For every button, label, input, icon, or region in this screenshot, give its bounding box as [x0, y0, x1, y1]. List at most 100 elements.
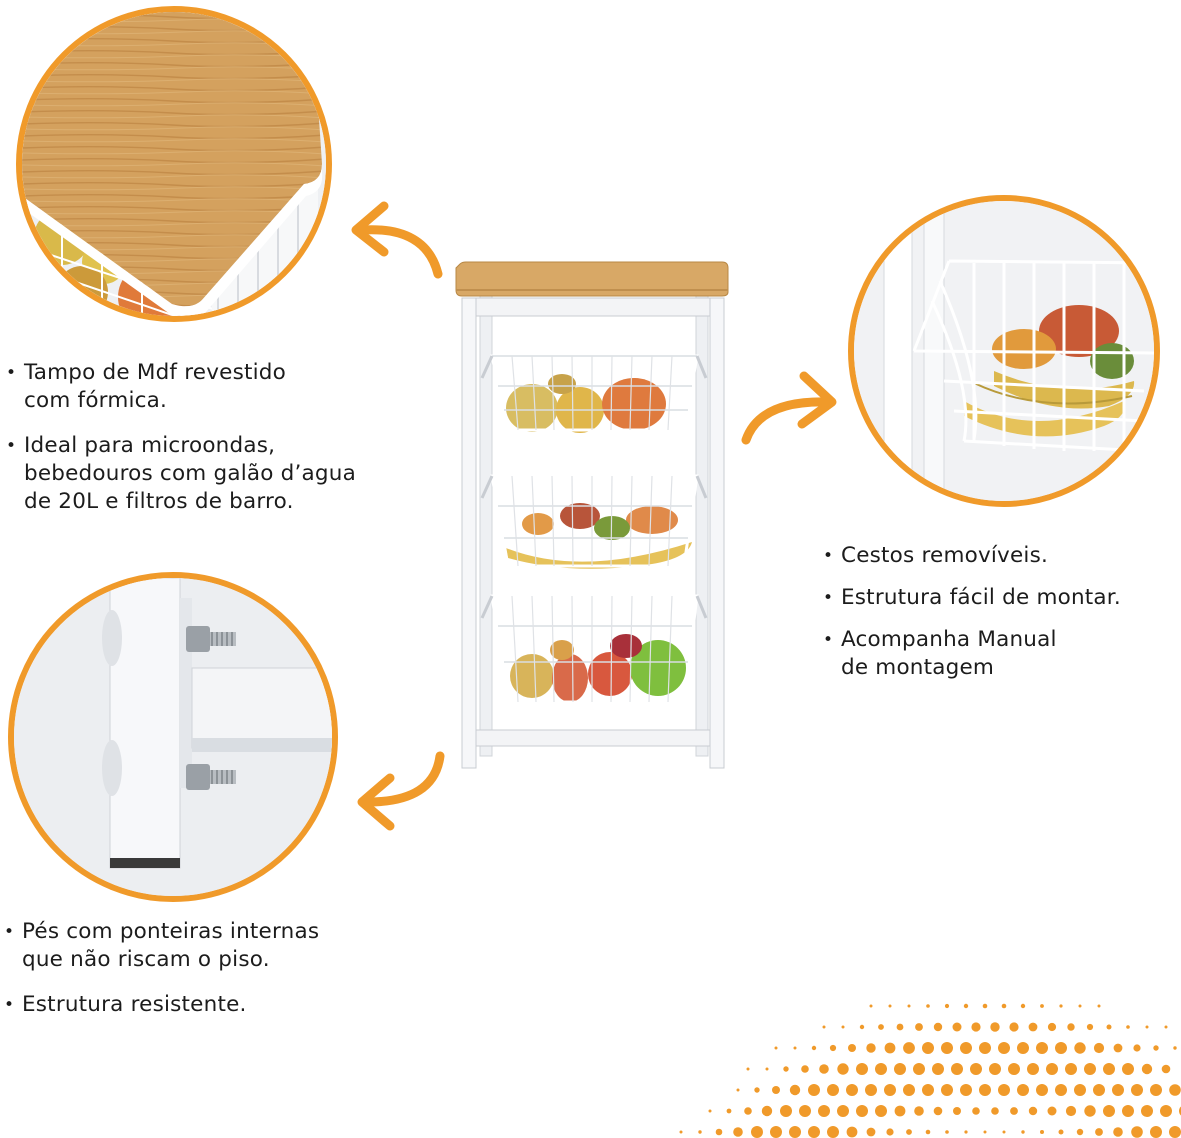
decorative-dot	[886, 1128, 894, 1136]
decorative-dot	[780, 1105, 792, 1117]
feature-line: Ideal para microondas,	[24, 433, 276, 458]
decorative-dot	[754, 1087, 760, 1093]
decorative-dot	[989, 1063, 1001, 1075]
decorative-dot-pattern	[679, 1003, 1181, 1138]
decorative-dot	[1150, 1084, 1162, 1096]
decorative-dot	[744, 1107, 752, 1115]
decorative-dot	[1173, 1046, 1177, 1050]
decorative-dot	[1126, 1025, 1130, 1029]
decorative-dot	[990, 1022, 1000, 1032]
decorative-dot	[1084, 1063, 1096, 1075]
decorative-dot	[698, 1130, 702, 1134]
feature-item: Pés com ponteiras internas que não risca…	[4, 918, 384, 974]
decorative-dot	[926, 1004, 930, 1008]
decorative-dot	[1001, 1003, 1007, 1009]
decorative-dot	[1122, 1063, 1134, 1075]
feature-line: Pés com ponteiras internas	[22, 919, 320, 944]
feature-line: Acompanha Manual	[841, 627, 1057, 652]
feature-line: Cestos removíveis.	[841, 543, 1049, 568]
decorative-dot	[953, 1107, 961, 1115]
decorative-dot	[1122, 1105, 1134, 1117]
decorative-dot	[866, 1043, 876, 1053]
decorative-dot	[884, 1084, 896, 1096]
decorative-dot	[774, 1046, 778, 1050]
decorative-dot	[875, 1105, 887, 1117]
decorative-dot	[1113, 1043, 1123, 1053]
decorative-dot	[903, 1042, 915, 1054]
decorative-dot	[888, 1004, 892, 1008]
decorative-dot	[998, 1084, 1010, 1096]
curved-arrow-left-down-icon	[357, 751, 445, 831]
decorative-dot	[1160, 1105, 1172, 1117]
decorative-dot	[964, 1130, 968, 1134]
decorative-dot	[1106, 1024, 1112, 1030]
decorative-dot	[856, 1063, 868, 1075]
decorative-dot	[1021, 1130, 1025, 1134]
decorative-dot	[1074, 1084, 1086, 1096]
leg-closeup	[14, 578, 332, 896]
decorative-dot	[960, 1084, 972, 1096]
decorative-dot	[733, 1127, 743, 1137]
feature-item: Estrutura resistente.	[4, 991, 384, 1019]
feature-item: Estrutura fácil de montar.	[823, 584, 1173, 612]
feature-item: Acompanha Manual de montagem	[823, 626, 1173, 682]
decorative-dot	[736, 1088, 740, 1092]
decorative-dot	[829, 1044, 837, 1052]
decorative-dot	[894, 1063, 906, 1075]
feature-line: que não riscam o piso.	[22, 947, 270, 972]
decorative-dot	[1113, 1127, 1123, 1137]
decorative-dot	[979, 1084, 991, 1096]
decorative-dot	[827, 1084, 839, 1096]
decorative-dot	[963, 1003, 969, 1009]
decorative-dot	[1093, 1042, 1105, 1054]
feature-item: Tampo de Mdf revestido com fórmica.	[6, 359, 416, 415]
detail-circle-leg	[8, 572, 338, 902]
feature-line: de montagem	[841, 655, 995, 680]
decorative-dot	[811, 1045, 817, 1051]
decorative-dot	[1028, 1106, 1038, 1116]
decorative-dot	[944, 1003, 950, 1009]
decorative-dot	[1086, 1023, 1094, 1031]
decorative-dot	[1058, 1129, 1064, 1135]
decorative-dot	[896, 1023, 904, 1031]
decorative-dot	[1161, 1064, 1171, 1074]
decorative-dot	[751, 1126, 763, 1138]
decorative-dot	[906, 1129, 912, 1135]
wood-top-closeup	[22, 12, 326, 316]
decorative-dot	[715, 1128, 723, 1136]
feature-list-top: Tampo de Mdf revestido com fórmica. Idea…	[6, 359, 416, 533]
decorative-dot	[1036, 1042, 1048, 1054]
decorative-dot	[1002, 1130, 1006, 1134]
decorative-dot	[914, 1106, 924, 1116]
decorative-dot	[789, 1126, 801, 1138]
decorative-dot	[1059, 1004, 1063, 1008]
decorative-dot	[819, 1064, 829, 1074]
decorative-dot	[799, 1105, 811, 1117]
feature-line: Estrutura resistente.	[22, 992, 247, 1017]
decorative-dot	[827, 1126, 839, 1138]
decorative-dot	[970, 1063, 982, 1075]
decorative-dot	[770, 1126, 782, 1138]
decorative-dot	[846, 1126, 858, 1138]
decorative-dot	[1009, 1022, 1019, 1032]
decorative-dot	[960, 1042, 972, 1054]
decorative-dot	[1084, 1105, 1096, 1117]
decorative-dot	[1055, 1084, 1067, 1096]
decorative-dot	[765, 1067, 769, 1071]
decorative-dot	[945, 1130, 949, 1134]
decorative-dot	[1153, 1045, 1159, 1051]
decorative-dot	[878, 1024, 884, 1030]
decorative-dot	[1112, 1084, 1124, 1096]
decorative-dot	[1145, 1025, 1149, 1029]
decorative-dot	[907, 1004, 911, 1008]
decorative-dot	[1133, 1044, 1141, 1052]
decorative-dot	[1131, 1126, 1143, 1138]
decorative-dot	[1131, 1084, 1143, 1096]
decorative-dot	[991, 1107, 999, 1115]
decorative-dot	[761, 1105, 773, 1117]
decorative-dot	[884, 1042, 896, 1054]
decorative-dot	[941, 1084, 953, 1096]
decorative-dot	[856, 1105, 868, 1117]
decorative-dot	[1097, 1004, 1101, 1008]
decorative-dot	[1017, 1084, 1029, 1096]
